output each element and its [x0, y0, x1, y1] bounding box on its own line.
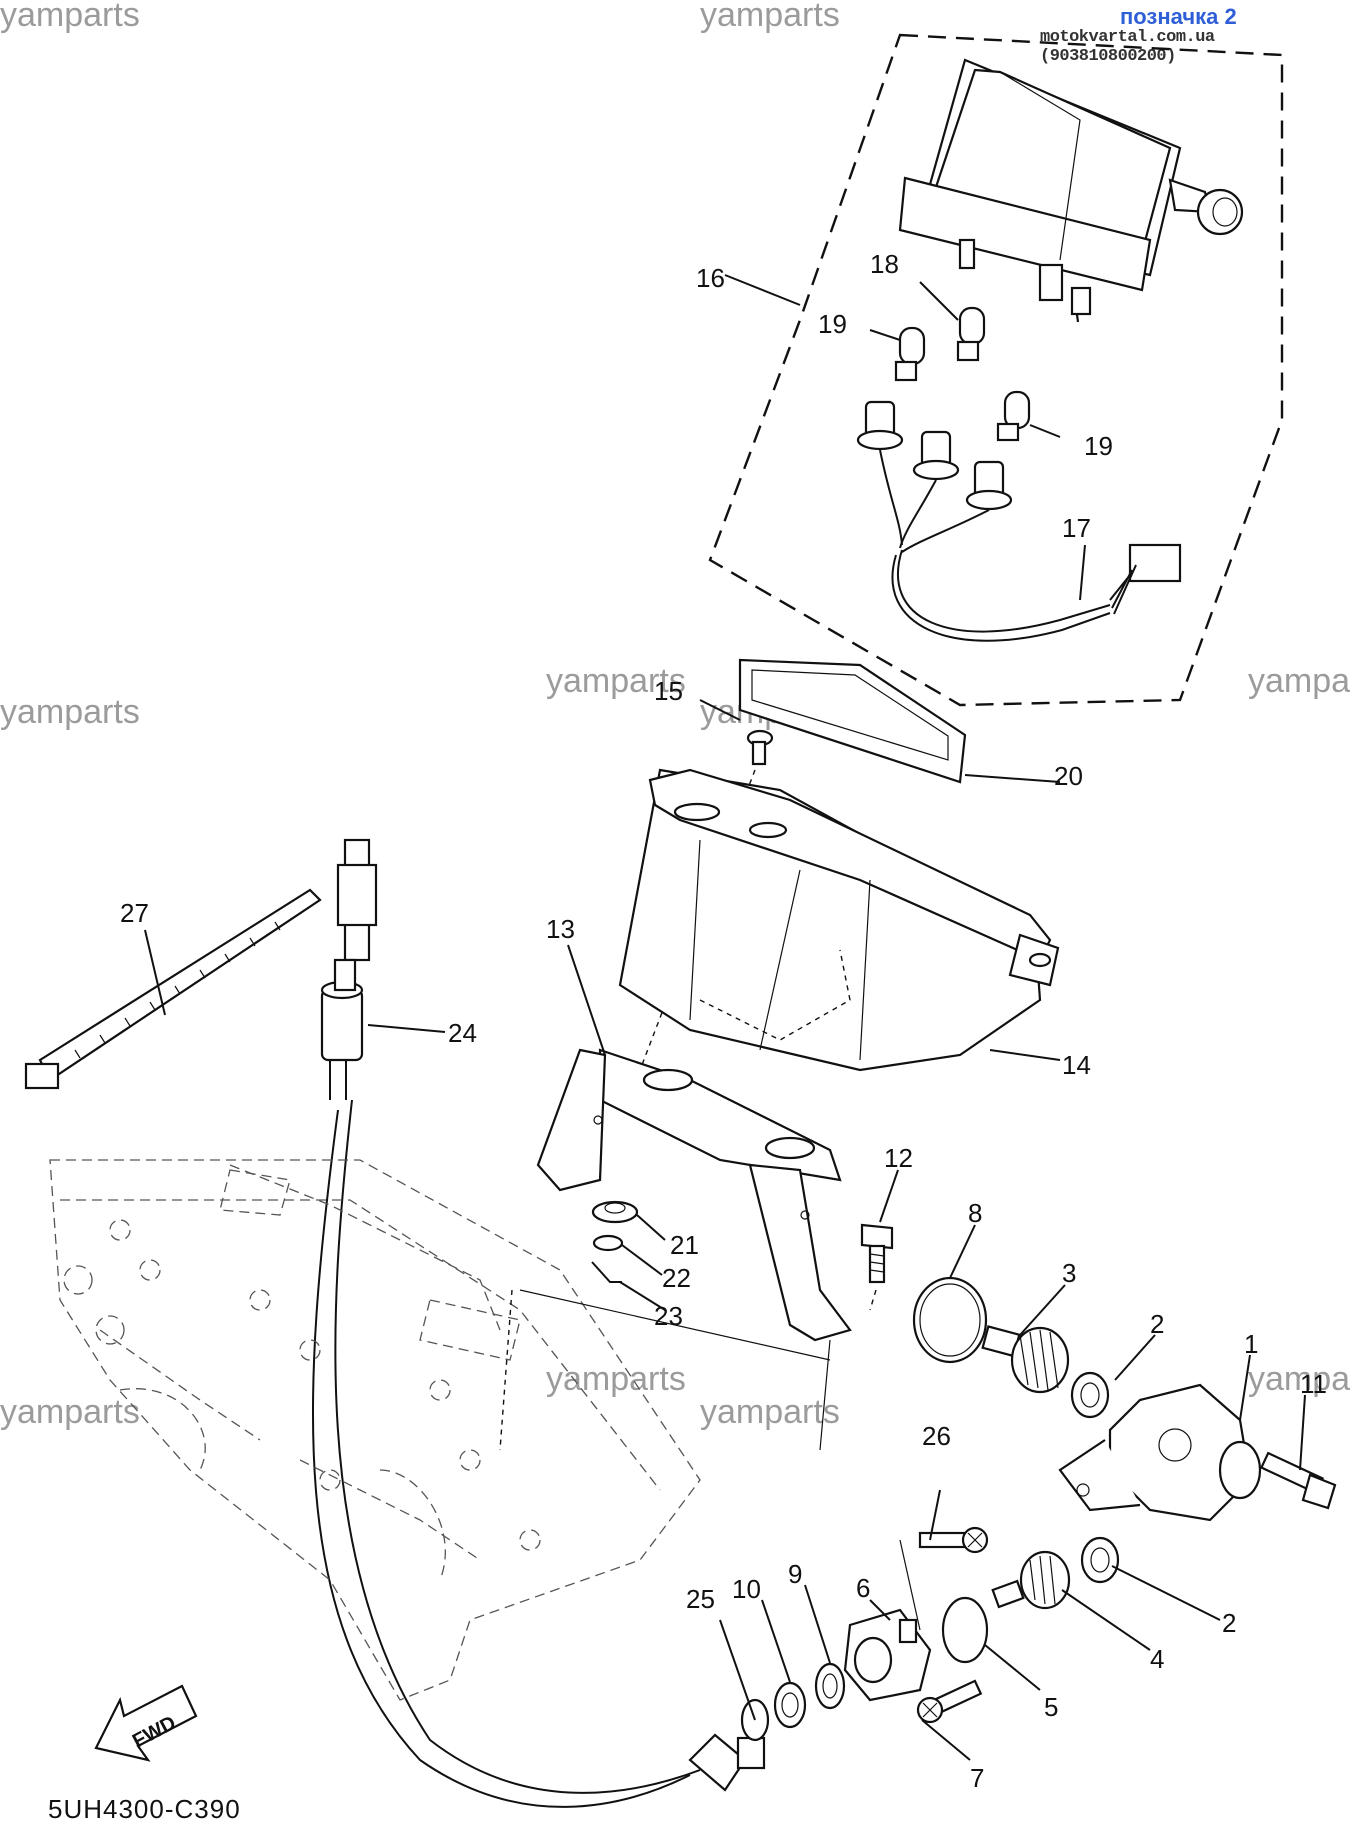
- callout-25: 25: [686, 1584, 715, 1614]
- callout-13: 13: [546, 914, 575, 944]
- washer-22: [592, 1234, 624, 1252]
- bushing-2-upper: [1070, 1371, 1110, 1419]
- screw-26: [918, 1526, 989, 1554]
- callout-17: 17: [1062, 513, 1091, 543]
- callout-9: 9: [788, 1559, 802, 1589]
- callout-5: 5: [1044, 1692, 1058, 1722]
- watermark: yamparts: [0, 0, 140, 34]
- bulb-19a: [894, 326, 926, 382]
- bolt-11: [1259, 1451, 1337, 1510]
- callout-6: 6: [856, 1573, 870, 1603]
- grommet-21: [591, 1200, 639, 1224]
- callout-12: 12: [884, 1143, 913, 1173]
- oil-seal-10: [773, 1681, 807, 1729]
- callout-22: 22: [662, 1263, 691, 1293]
- callout-4: 4: [1150, 1644, 1164, 1674]
- wire-harness: [856, 400, 1182, 642]
- callout-26: 26: [922, 1421, 951, 1451]
- watermark: yamparts: [700, 0, 840, 34]
- callout-2: 2: [1222, 1608, 1236, 1638]
- o-ring-5: [941, 1596, 989, 1664]
- meter-assembly-boundary: [708, 33, 1284, 707]
- lower-meter-case: [618, 768, 1060, 1072]
- watermark: yampa: [1248, 662, 1351, 700]
- watermark: yamparts: [0, 693, 140, 731]
- o-ring-8: [912, 1276, 988, 1364]
- bulb-18: [956, 306, 986, 362]
- watermark: yampa: [1248, 1360, 1351, 1398]
- callout-18: 18: [870, 249, 899, 279]
- meter-cover: [738, 658, 967, 784]
- frame-outline: [49, 1159, 701, 1701]
- watermark: yamparts: [546, 1360, 686, 1398]
- washer-9: [814, 1662, 846, 1710]
- callout-10: 10: [732, 1574, 761, 1604]
- fwd-arrow: FWD: [94, 1684, 198, 1762]
- leader-lines: [144, 274, 1306, 1761]
- cable-tie: [24, 888, 322, 1090]
- meter-housing: [898, 58, 1244, 323]
- watermark: yamparts: [546, 662, 686, 700]
- callout-11: 11: [1300, 1369, 1327, 1399]
- badge-title: позначка 2: [1120, 4, 1237, 29]
- gear-housing-1: [1058, 1383, 1262, 1522]
- screw-15: [746, 729, 774, 766]
- callout-24: 24: [448, 1018, 477, 1048]
- meter-bracket: [536, 1048, 852, 1342]
- callout-16: 16: [696, 263, 725, 293]
- bulb-19b: [996, 390, 1031, 442]
- bushing-2-lower: [1080, 1536, 1120, 1584]
- callout-21: 21: [670, 1230, 699, 1260]
- callout-19: 19: [818, 309, 847, 339]
- clip-23: [591, 1261, 622, 1283]
- callout-15: 15: [654, 676, 683, 706]
- callout-1: 1: [1244, 1329, 1258, 1359]
- retainer-6: [843, 1608, 932, 1702]
- callout-7: 7: [970, 1763, 984, 1793]
- callout-19: 19: [1084, 431, 1113, 461]
- callout-20: 20: [1054, 761, 1083, 791]
- diagram-code: 5UH4300-C390: [48, 1794, 241, 1824]
- speedometer-cable: [311, 838, 766, 1808]
- badge-subtitle: motokvartal.com.ua (903810800200): [1040, 28, 1215, 66]
- callout-8: 8: [968, 1198, 982, 1228]
- screw-7: [916, 1679, 983, 1724]
- watermark: yamparts: [700, 1393, 840, 1431]
- callout-14: 14: [1062, 1050, 1091, 1080]
- drive-gear-3: [981, 1325, 1070, 1394]
- pinion-gear-4: [991, 1550, 1071, 1610]
- callout-3: 3: [1062, 1258, 1076, 1288]
- callout-23: 23: [654, 1301, 683, 1331]
- callout-27: 27: [120, 898, 149, 928]
- bolt-12: [860, 1223, 894, 1284]
- watermark: yamparts: [0, 1393, 140, 1431]
- callout-2: 2: [1150, 1309, 1164, 1339]
